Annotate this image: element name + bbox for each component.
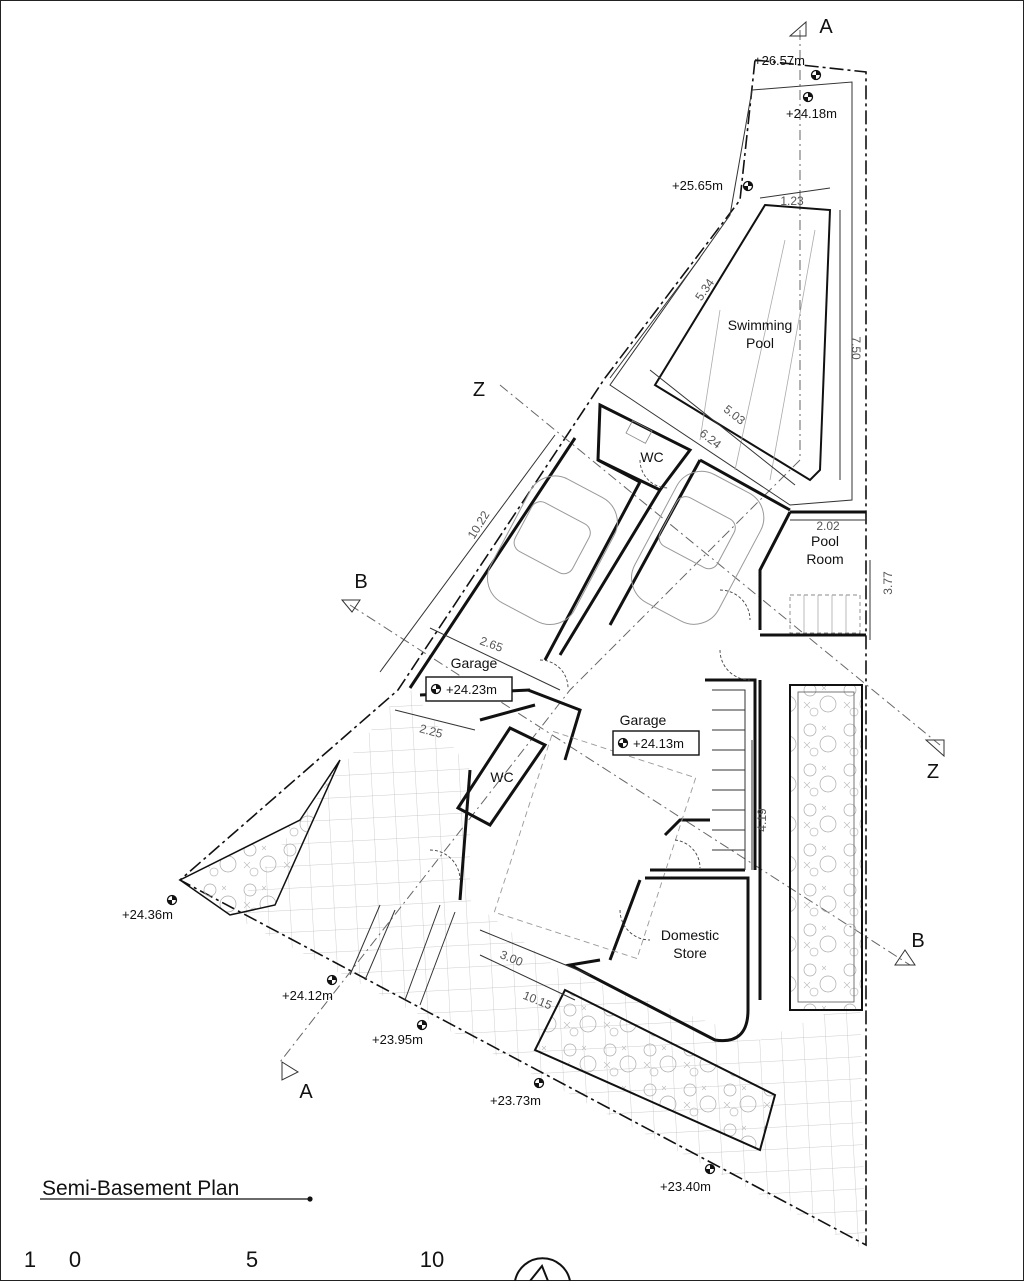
pool-diagonal-hatch [699, 229, 816, 481]
door-swings [429, 459, 751, 941]
level-2340: +23.40m [660, 1179, 711, 1194]
level-2418: +24.18m [786, 106, 837, 121]
room-label-garage-right: Garage [620, 712, 667, 728]
wc-lower-walls [455, 726, 548, 827]
dimension-lines [379, 187, 871, 1001]
section-line-a [279, 30, 801, 1063]
drawing-title: Semi-Basement Plan [42, 1177, 239, 1200]
planter-west [178, 759, 341, 916]
level-2373: +23.73m [490, 1093, 541, 1108]
section-label-b-left: B [354, 571, 367, 593]
planter-east [789, 684, 863, 1011]
paved-forecourt [230, 690, 865, 1250]
level-2412: +24.12m [282, 988, 333, 1003]
room-label-domestic-store: Domestic [661, 927, 719, 943]
dim-419: 4.19 [755, 808, 769, 832]
section-label-a-bottom: A [299, 1081, 313, 1103]
scale-tick-1: 1 [24, 1247, 36, 1272]
lower-garage-bay [493, 730, 697, 960]
dim-750: 7.50 [849, 336, 863, 360]
dim-503: 5.03 [721, 402, 748, 428]
room-label-wc-lower: WC [490, 769, 513, 785]
scale-tick-5: 5 [246, 1247, 258, 1272]
room-label-domestic-store-2: Store [673, 945, 707, 961]
dim-624: 6.24 [697, 426, 724, 452]
garage-right-walls [558, 458, 791, 656]
room-label-wc-upper: WC [640, 449, 663, 465]
pool-room-walls [758, 510, 866, 637]
level-marker-icon [617, 737, 629, 749]
section-label-a-top: A [819, 16, 833, 38]
domestic-store-walls [565, 876, 750, 1043]
section-label-z-right: Z [927, 761, 939, 783]
level-2423: +24.23m [446, 682, 497, 697]
room-label-garage-left: Garage [451, 655, 498, 671]
room-label-swimming-pool: Swimming [728, 317, 793, 333]
room-label-pool-room-2: Room [806, 551, 843, 567]
lower-garage-walls [458, 678, 757, 961]
room-label-swimming-pool-2: Pool [746, 335, 774, 351]
section-arrow-icon [281, 20, 945, 1081]
level-2657: +26.57m [754, 53, 805, 68]
site-boundary [178, 59, 867, 1247]
pool-surround [609, 81, 853, 506]
title-underline-dot [307, 1196, 313, 1202]
room-label-pool-room: Pool [811, 533, 839, 549]
wc-upper-walls [596, 402, 693, 492]
garage-left-walls [408, 437, 642, 697]
section-label-z-left: Z [473, 379, 485, 401]
level-2395: +23.95m [372, 1032, 423, 1047]
car-right [631, 470, 765, 625]
level-2436: +24.36m [122, 907, 173, 922]
planter-south [533, 988, 777, 1152]
level-2565: +25.65m [672, 178, 723, 193]
scale-tick-0: 0 [69, 1247, 81, 1272]
dim-265: 2.65 [478, 634, 505, 655]
ramp-lines [349, 904, 456, 1006]
level-marker-icon [430, 683, 442, 695]
level-2413: +24.13m [633, 736, 684, 751]
planter-east-inner [797, 691, 855, 1003]
dim-225: 2.25 [418, 721, 444, 741]
dim-123: 1.23 [780, 194, 804, 208]
dim-377: 3.77 [881, 571, 895, 595]
pool-stair-treads [803, 595, 847, 633]
wc-upper-fixture [625, 420, 653, 444]
internal-stair [712, 689, 746, 870]
pool-stair [789, 594, 861, 634]
swimming-pool [653, 203, 832, 482]
north-arrow-icon [514, 1257, 571, 1281]
dim-202: 2.02 [816, 519, 840, 533]
car-left [487, 475, 618, 625]
scale-tick-10: 10 [420, 1247, 444, 1272]
section-label-b-right: B [911, 930, 924, 952]
section-line-z [499, 384, 941, 746]
